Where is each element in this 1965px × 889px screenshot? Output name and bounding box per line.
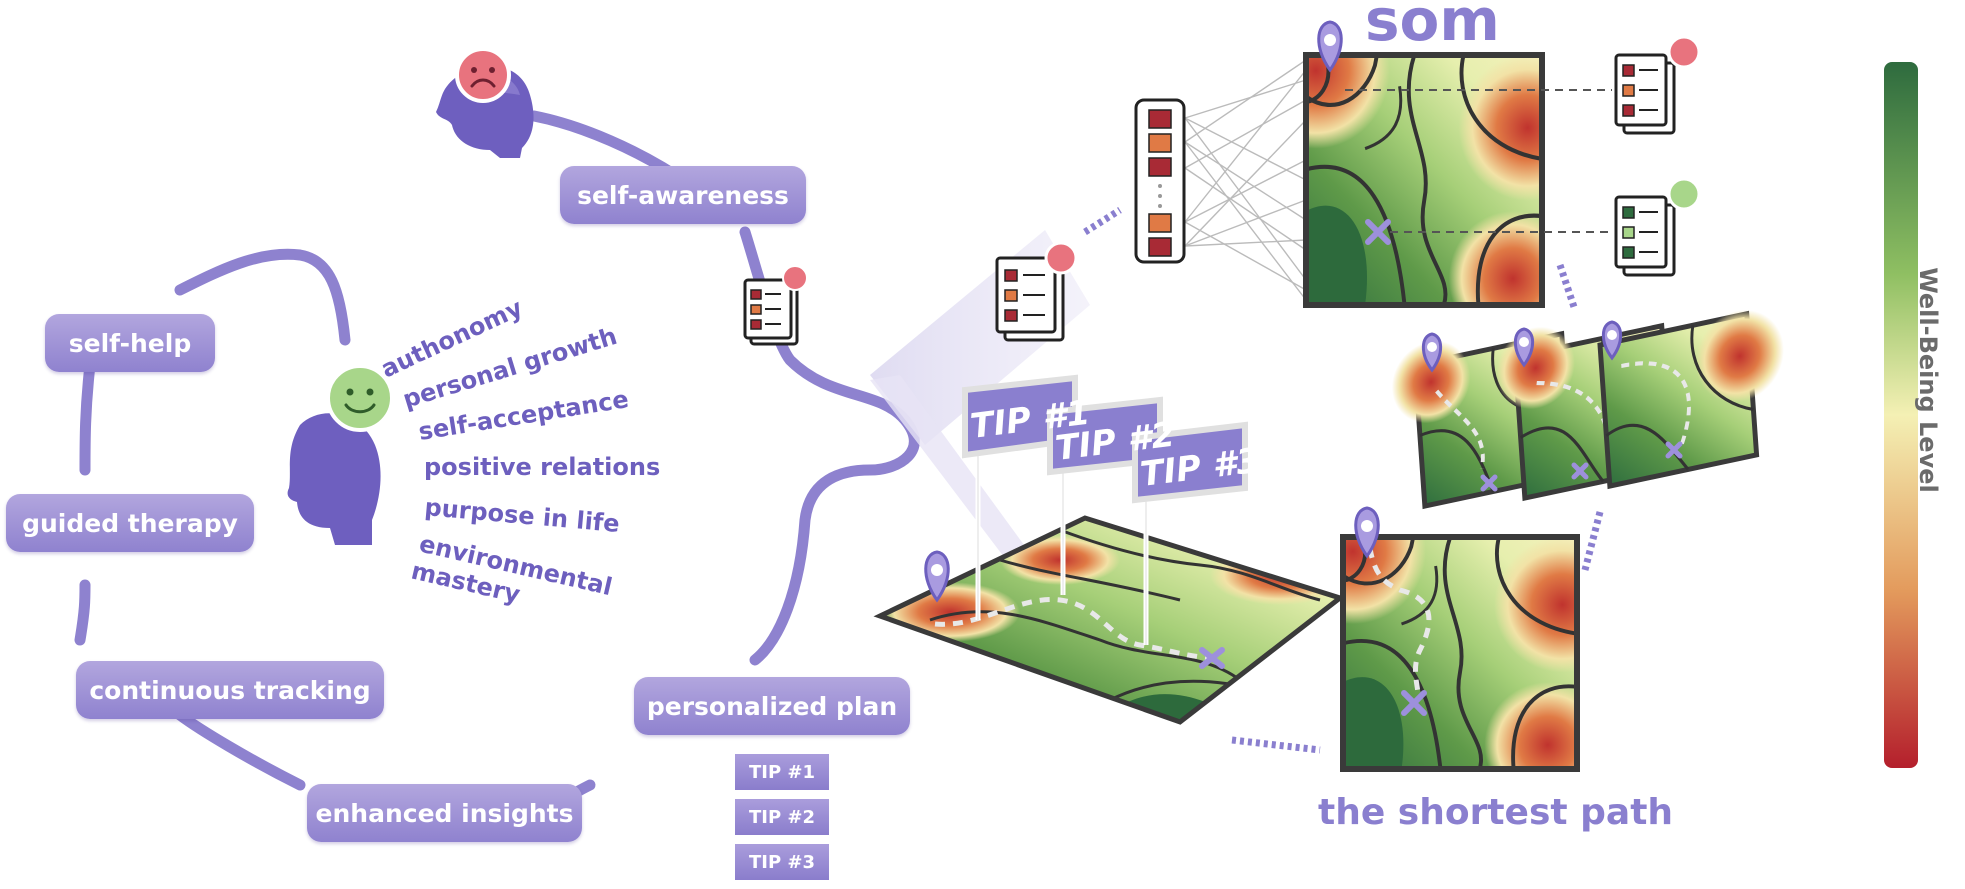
tip-flags: TIP #1 TIP #2 TIP #3: [962, 374, 1262, 645]
location-pin-icon: [1317, 20, 1343, 73]
dashed-connector: [1231, 736, 1321, 754]
cross-marker-icon: [1365, 219, 1391, 245]
som-map: [1303, 52, 1545, 308]
shortest-path-map: [1340, 534, 1580, 772]
tip-1-box: TIP #1: [735, 754, 829, 790]
dimension-positive-relations: positive relations: [424, 453, 660, 481]
dashed-connector: [1083, 207, 1122, 235]
sad-head-icon: [436, 47, 534, 158]
cross-marker-icon: [1480, 441, 1683, 492]
enhanced-insights-label: enhanced insights: [307, 784, 582, 842]
cross-marker-icon: [1199, 647, 1225, 669]
dashed-connector: [1556, 263, 1579, 312]
som-connections: [1184, 59, 1307, 301]
self-awareness-label: self-awareness: [560, 166, 806, 224]
checklist-icon: [1614, 177, 1701, 277]
checklist-icon: [995, 241, 1078, 342]
happy-head-icon: [287, 364, 394, 545]
som-title: som: [1365, 0, 1500, 54]
tip-2-box: TIP #2: [735, 799, 829, 835]
projection-beam: [870, 375, 1035, 565]
self-help-label: self-help: [45, 314, 215, 372]
feature-vector-icon: [1134, 98, 1186, 264]
location-pin-icon: [1601, 320, 1623, 361]
flag-3: [1132, 421, 1248, 504]
dashed-connector: [1581, 511, 1604, 571]
guided-therapy-label: guided therapy: [6, 494, 254, 552]
shortest-path-title: the shortest path: [1318, 792, 1674, 833]
location-pin-icon: [924, 550, 950, 603]
perspective-map: [873, 515, 1346, 725]
tip-3-box: TIP #3: [735, 844, 829, 880]
cross-marker-icon: [1401, 690, 1427, 716]
cycle-ring: [74, 110, 920, 821]
colorbar-label: Well-Being Level: [1914, 267, 1942, 493]
wellbeing-colorbar: [1884, 62, 1918, 768]
trajectory-maps: [1391, 309, 1784, 510]
continuous-tracking-label: continuous tracking: [76, 661, 384, 719]
location-pin-icon: [1421, 332, 1443, 373]
checklist-icon: [1614, 35, 1701, 135]
dimension-purpose-in-life: purpose in life: [423, 493, 620, 538]
personalized-plan-label: personalized plan: [634, 677, 910, 735]
location-pin-icon: [1513, 327, 1535, 368]
checklist-icon: [743, 265, 808, 346]
location-pin-icon: [1354, 506, 1380, 559]
